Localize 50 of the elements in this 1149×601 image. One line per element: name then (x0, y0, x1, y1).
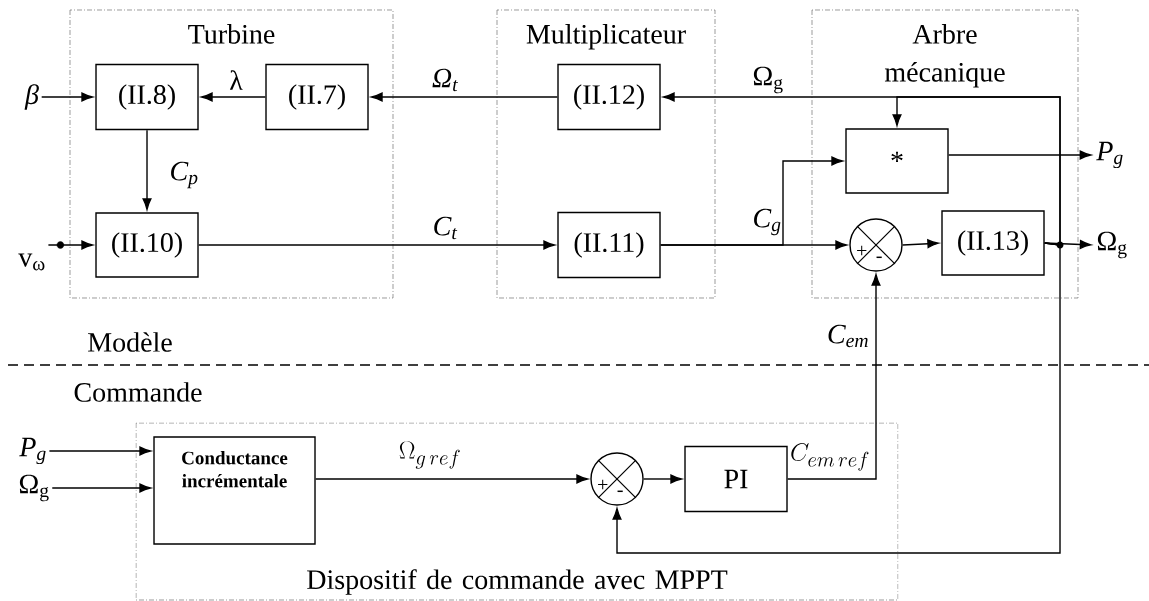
edge-label: C$_{g}$ (754, 208, 781, 236)
group-title: Dispositif de commande avec MPPT (307, 569, 728, 595)
arrow (660, 156, 843, 246)
signal-label: β (24, 84, 39, 110)
arrow (787, 274, 881, 480)
group-title: Multiplicateur (526, 24, 686, 50)
arrow (948, 150, 1092, 160)
arrow (198, 240, 555, 250)
signal-label: P$_{g}$ (1096, 141, 1123, 169)
arrow (902, 239, 939, 249)
signal-label: P$_{g}$ (19, 437, 46, 465)
edge-label: C$_{t}$ (434, 216, 458, 240)
edge-label: Ω$_{t}$ (432, 68, 458, 92)
edge-label: Ω$_{g}$ (753, 66, 783, 94)
arrow (371, 92, 558, 102)
arrow (612, 242, 1061, 554)
arrow (892, 96, 1061, 246)
block-box: (II.8) (95, 63, 199, 131)
edge-label: $C_{em\,ref}$ (791, 443, 869, 471)
summing-junction: + - (590, 452, 644, 506)
arrow (142, 129, 152, 210)
signal-label: v$_{ω}$ (18, 253, 45, 271)
block-box: * (845, 128, 949, 194)
arrow (663, 92, 1064, 249)
text-label: Commande (74, 382, 202, 402)
arrow (1044, 239, 1092, 249)
block-box: (II.7) (265, 63, 369, 131)
arrow (643, 474, 682, 484)
block-box: (II.13) (941, 210, 1045, 276)
block-box: PI (684, 445, 788, 513)
group-title: Turbine (188, 24, 275, 44)
block-box: (II.11) (557, 211, 661, 279)
arrow (47, 240, 93, 250)
block-box: Conductance incrémentale (153, 436, 316, 545)
edge-label: C$_{p}$ (171, 161, 198, 189)
signal-label: Ω$_{g}$ (1097, 231, 1127, 259)
arrow (51, 483, 151, 493)
summing-junction: + - (849, 218, 903, 272)
group-title: Arbre mécanique (884, 24, 1005, 88)
text-label: Modèle (88, 332, 172, 352)
block-box: (II.12) (557, 63, 661, 131)
arrow (41, 92, 93, 102)
arrow (201, 92, 266, 102)
edge-label: λ (229, 70, 243, 90)
signal-label: Ω$_{g}$ (19, 474, 49, 502)
edge-label: $\Omega_{g\,ref}$ (399, 441, 460, 469)
arrow (315, 474, 588, 484)
block-box: (II.10) (95, 212, 199, 278)
arrow (48, 446, 151, 456)
text-label: C$_{em}$ (828, 324, 868, 348)
